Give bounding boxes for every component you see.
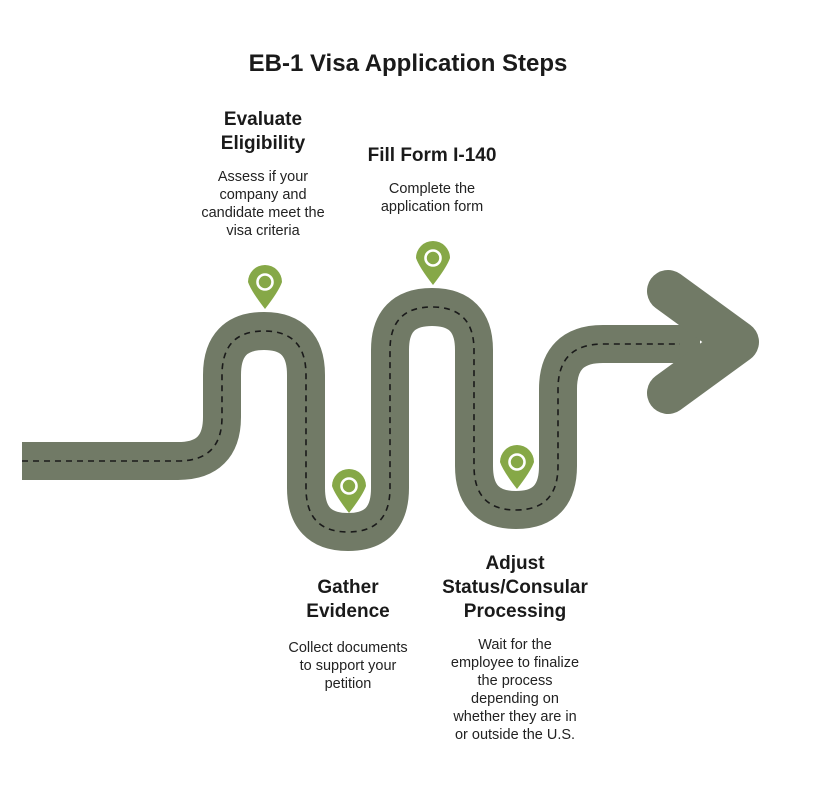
- step-desc-line: petition: [324, 676, 372, 692]
- step-3-description: Complete the application form: [352, 180, 512, 216]
- road-center-line: [22, 306, 680, 533]
- step-desc-line: Collect documents: [288, 640, 408, 656]
- step-title-line: Fill Form I-140: [367, 145, 497, 166]
- step-desc-line: or outside the U.S.: [454, 727, 576, 743]
- step-desc-line: application form: [380, 199, 484, 215]
- step-title-line: Evidence: [306, 601, 390, 622]
- step-desc-line: company and: [219, 187, 307, 203]
- location-pin-icon: [332, 469, 366, 513]
- step-title-line: Gather: [317, 577, 379, 598]
- step-4-title: Adjust Status/Consular Processing: [424, 552, 606, 624]
- step-desc-line: visa criteria: [226, 223, 300, 239]
- location-pin-icon: [248, 265, 282, 309]
- step-1-title: Evaluate Eligibility: [183, 108, 343, 156]
- step-desc-line: candidate meet the: [201, 205, 325, 221]
- step-desc-line: employee to finalize: [450, 655, 580, 671]
- step-title-line: Status/Consular: [442, 577, 588, 598]
- step-desc-line: depending on: [471, 691, 559, 707]
- step-2-title: Gather Evidence: [268, 576, 428, 624]
- step-1-description: Assess if your company and candidate mee…: [183, 168, 343, 240]
- step-desc-line: to support your: [299, 658, 397, 674]
- step-desc-line: whether they are in: [453, 709, 577, 725]
- step-2-description: Collect documents to support your petiti…: [266, 639, 430, 693]
- location-pin-icon: [500, 445, 534, 489]
- step-title-line: Processing: [463, 601, 567, 622]
- diagram-title: EB-1 Visa Application Steps: [248, 50, 568, 77]
- step-desc-line: Assess if your: [217, 169, 309, 185]
- step-desc-line: Complete the: [388, 181, 476, 197]
- step-desc-line: the process: [477, 673, 553, 689]
- step-title-line: Evaluate: [223, 109, 303, 130]
- road-arrowhead: [647, 270, 759, 414]
- location-pin-icon: [416, 241, 450, 285]
- step-4-description: Wait for the employee to finalize the pr…: [428, 636, 602, 744]
- step-3-title: Fill Form I-140: [342, 144, 522, 168]
- step-title-line: Eligibility: [220, 133, 306, 154]
- step-title-line: Adjust: [485, 553, 545, 574]
- road-path: [22, 288, 700, 551]
- step-desc-line: Wait for the: [478, 637, 552, 653]
